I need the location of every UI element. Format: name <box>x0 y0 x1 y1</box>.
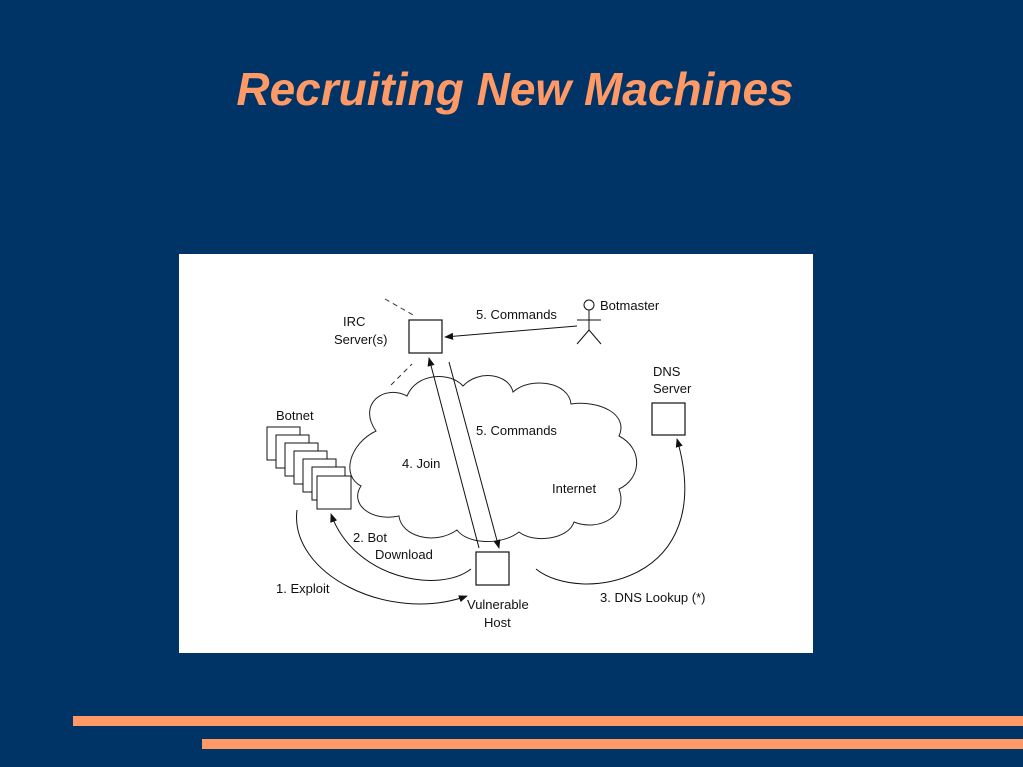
vulnerable-host-label: Vulnerable Host <box>467 597 532 630</box>
botmaster-label: Botmaster <box>600 298 660 313</box>
accent-bar-top <box>73 716 1023 726</box>
irc-server-node <box>408 319 443 354</box>
irc-server-label: IRC Server(s) <box>334 314 387 347</box>
join-arrow <box>427 357 480 549</box>
dns-lookup-arrow <box>535 438 686 585</box>
dns-server-label: DNS Server <box>653 364 692 396</box>
dns-lookup-label: 3. DNS Lookup (*) <box>600 590 706 605</box>
commands-label-botmaster: 5. Commands <box>476 307 557 322</box>
internet-cloud-shape <box>349 375 638 543</box>
exploit-label: 1. Exploit <box>276 581 330 596</box>
commands-label-internet: 5. Commands <box>476 423 557 438</box>
botnet-label: Botnet <box>276 408 314 423</box>
slide-title: Recruiting New Machines <box>236 63 794 115</box>
accent-bar-bottom <box>202 739 1023 749</box>
exploit-arrow <box>296 509 468 605</box>
botnet-recruitment-diagram: IRC Server(s) Botmaster 5. Commands DNS … <box>179 254 813 653</box>
vulnerable-host-node <box>475 551 510 586</box>
join-label: 4. Join <box>402 456 440 471</box>
irc-link-dashed-lower <box>390 363 413 386</box>
internet-label: Internet <box>552 481 596 496</box>
irc-link-dashed-upper <box>384 298 416 317</box>
bot-download-label: 2. Bot Download <box>353 530 433 562</box>
commands-arrow-internet <box>448 361 501 549</box>
commands-arrow-botmaster <box>444 325 578 340</box>
botmaster-figure <box>576 299 602 345</box>
bot-download-arrow <box>330 513 472 581</box>
botnet-stack <box>266 426 352 510</box>
dns-server-node <box>651 402 686 436</box>
